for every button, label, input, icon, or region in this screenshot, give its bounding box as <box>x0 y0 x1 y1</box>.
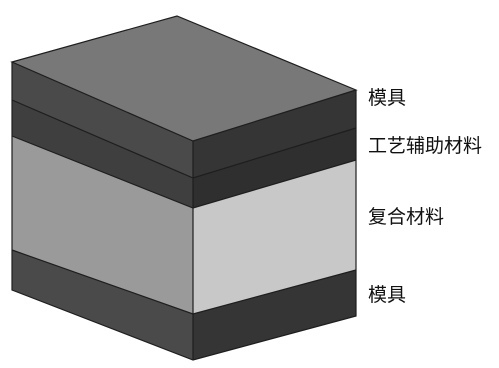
process-aid-front-face <box>12 100 193 208</box>
top-mold-side-face <box>193 90 356 178</box>
label-process-aid-material: 工艺辅助材料 <box>368 135 482 157</box>
top-mold-top-face <box>12 16 356 141</box>
composite-side-face <box>193 160 356 314</box>
bottom-mold-front-face <box>12 250 193 360</box>
composite-front-face <box>12 136 193 314</box>
label-top-mold: 模具 <box>368 87 406 109</box>
top-mold-front-face <box>12 62 193 178</box>
label-composite-material: 复合材料 <box>368 206 444 228</box>
label-bottom-mold: 模具 <box>368 284 406 306</box>
process-aid-side-face <box>193 128 356 208</box>
bottom-mold-side-face <box>193 270 356 360</box>
block-edges <box>10 15 358 361</box>
